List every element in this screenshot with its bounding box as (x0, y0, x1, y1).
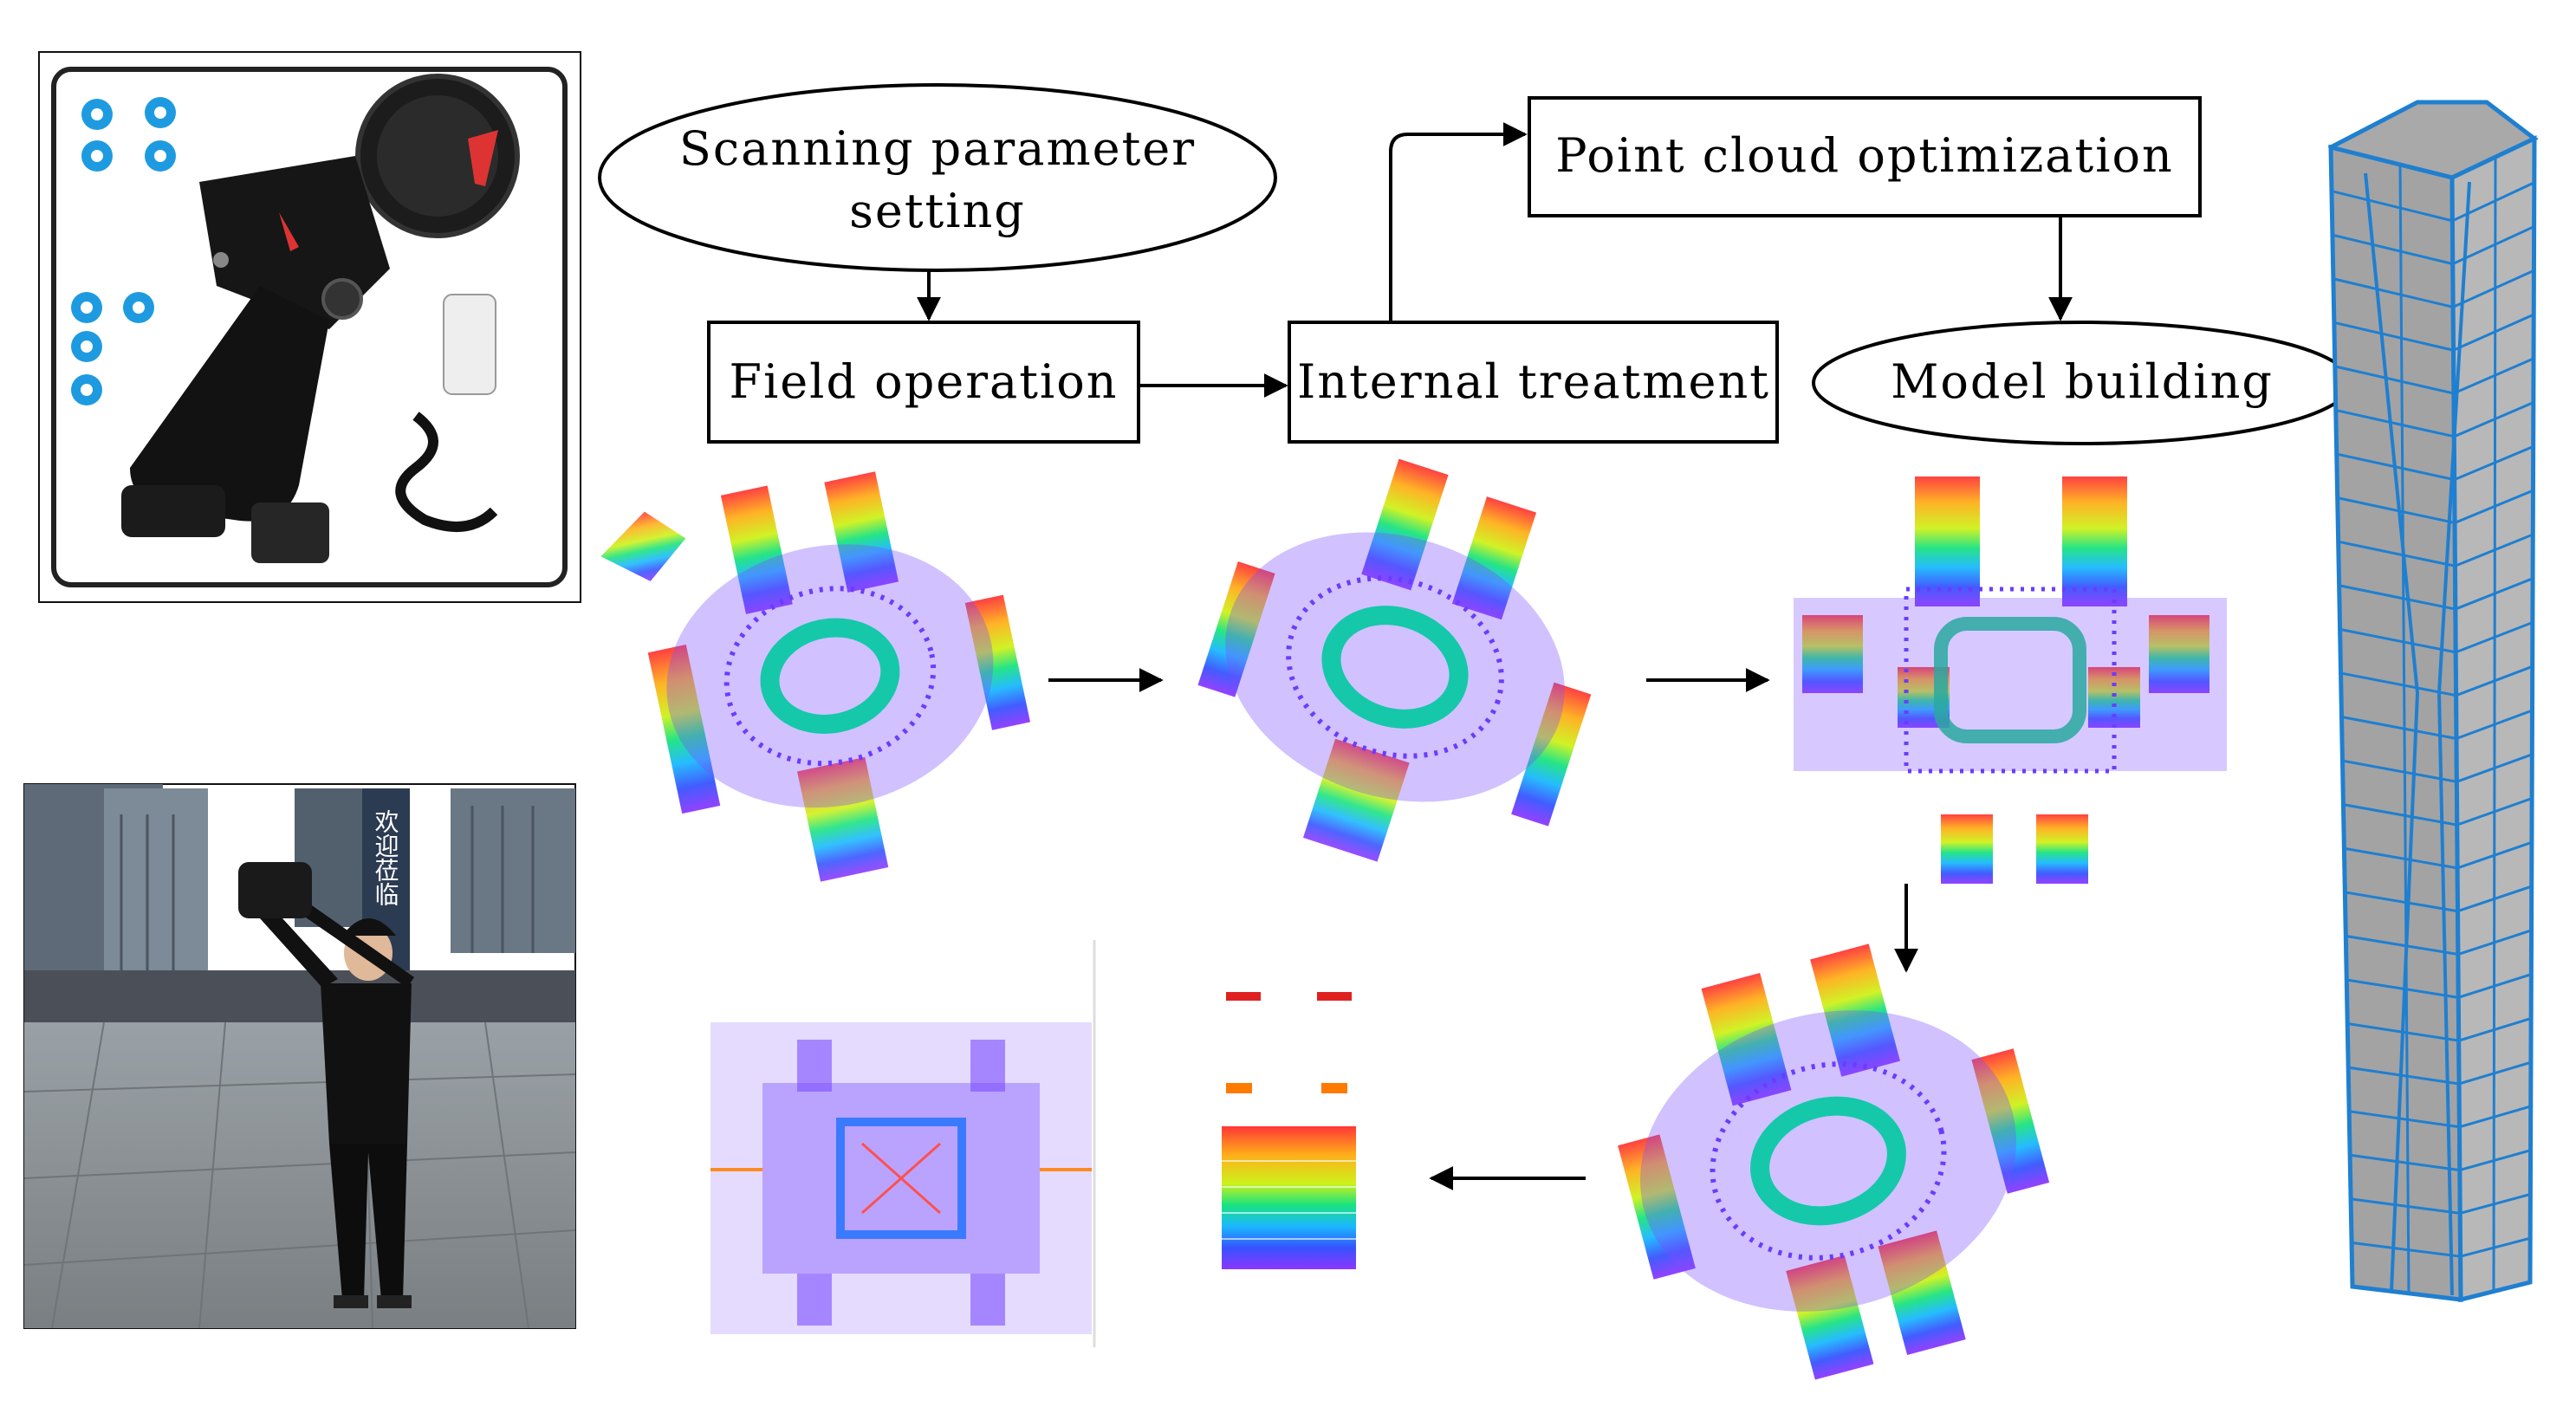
point-cloud-optimization-node: Point cloud optimization (1528, 96, 2202, 217)
cable-icon (395, 412, 498, 532)
point-cloud-raw (600, 471, 1031, 882)
floor-line (2459, 1193, 2531, 1215)
floor-line (2337, 496, 2456, 524)
3d-building-model (2327, 100, 2539, 1303)
floor-line (2452, 225, 2535, 265)
battery-icon (443, 294, 496, 395)
floor-line (2348, 1110, 2460, 1129)
floor-line (2455, 577, 2534, 611)
operator-figure (238, 862, 414, 1308)
floor-line (2457, 973, 2532, 999)
floor-line (2454, 533, 2534, 567)
handheld-scanner-icon (121, 74, 520, 537)
floor-line (2458, 1060, 2532, 1086)
welcome-banner-text: 欢迎莅临 (372, 809, 400, 906)
floor-line (2342, 759, 2457, 783)
floor-line (2333, 277, 2454, 308)
scanning-parameter-label-line1: Scanning parameter (679, 121, 1196, 176)
floor-line (2343, 803, 2458, 827)
floor-line (2453, 401, 2534, 438)
floor-line (2454, 489, 2534, 524)
floor-line (2347, 1066, 2460, 1086)
floor-line (2344, 846, 2458, 870)
point-cloud-top-view (711, 1022, 1092, 1334)
floor-line (2346, 978, 2459, 999)
field-operation-label: Field operation (729, 354, 1118, 409)
scan-target-icon (71, 97, 176, 405)
floor-line (2456, 840, 2533, 870)
floor-line (2349, 1153, 2461, 1172)
floor-line (2333, 321, 2454, 352)
floor-line (2457, 885, 2533, 913)
floor-line (2332, 233, 2454, 266)
floor-line (2338, 540, 2456, 567)
floor-line (2454, 445, 2534, 482)
floor-line (2331, 190, 2453, 223)
scanning-parameter-label-line2: setting (849, 184, 1026, 238)
handheld-scanner-icon (238, 862, 312, 918)
floor-line (2455, 621, 2534, 654)
floor-line (2340, 671, 2456, 697)
floor-line (2334, 365, 2455, 395)
model-building-label: Model building (1891, 354, 2274, 409)
internal-treatment-node: Internal treatment (1288, 321, 1779, 444)
floor-line (2459, 1149, 2531, 1172)
arrow-internal-to-optimization (1389, 122, 1528, 322)
scanning-parameter-setting-node: Scanning parameter setting (598, 83, 1277, 272)
floor-line (2452, 269, 2535, 308)
floor-line (2458, 1016, 2532, 1042)
floor-line (2456, 709, 2534, 740)
scanner-case-photo (38, 51, 581, 603)
floor-line (2453, 357, 2534, 395)
floor-line (2456, 665, 2534, 697)
point-cloud-aligned (1794, 477, 2227, 884)
floor-line (2339, 584, 2456, 611)
floor-line (2335, 408, 2455, 438)
point-cloud-rotated (1197, 458, 1592, 862)
floor-line (2452, 313, 2534, 352)
floor-line (2350, 1197, 2461, 1215)
floor-line (2339, 627, 2456, 654)
floor-line (2459, 1105, 2532, 1129)
floor-line (2351, 1241, 2461, 1258)
floor-line (2456, 797, 2533, 827)
floor-line (2346, 934, 2459, 956)
point-cloud-side-view (1222, 992, 1356, 1269)
internal-treatment-label: Internal treatment (1297, 354, 1770, 409)
flowchart: Scanning parameter setting Field operati… (598, 83, 2352, 445)
floor-line (2456, 753, 2533, 783)
floor-line (2451, 181, 2535, 223)
field-operation-node: Field operation (707, 321, 1140, 444)
floor-line (2341, 716, 2457, 740)
floor-line (2345, 891, 2458, 913)
floor-line (2460, 1236, 2531, 1258)
point-cloud-optimized (1618, 943, 2050, 1380)
point-cloud-optimization-label: Point cloud optimization (1555, 128, 2174, 183)
model-building-node: Model building (1812, 321, 2352, 445)
floor-line (2457, 929, 2533, 956)
field-scanning-photo: 欢迎莅临 (23, 783, 576, 1329)
